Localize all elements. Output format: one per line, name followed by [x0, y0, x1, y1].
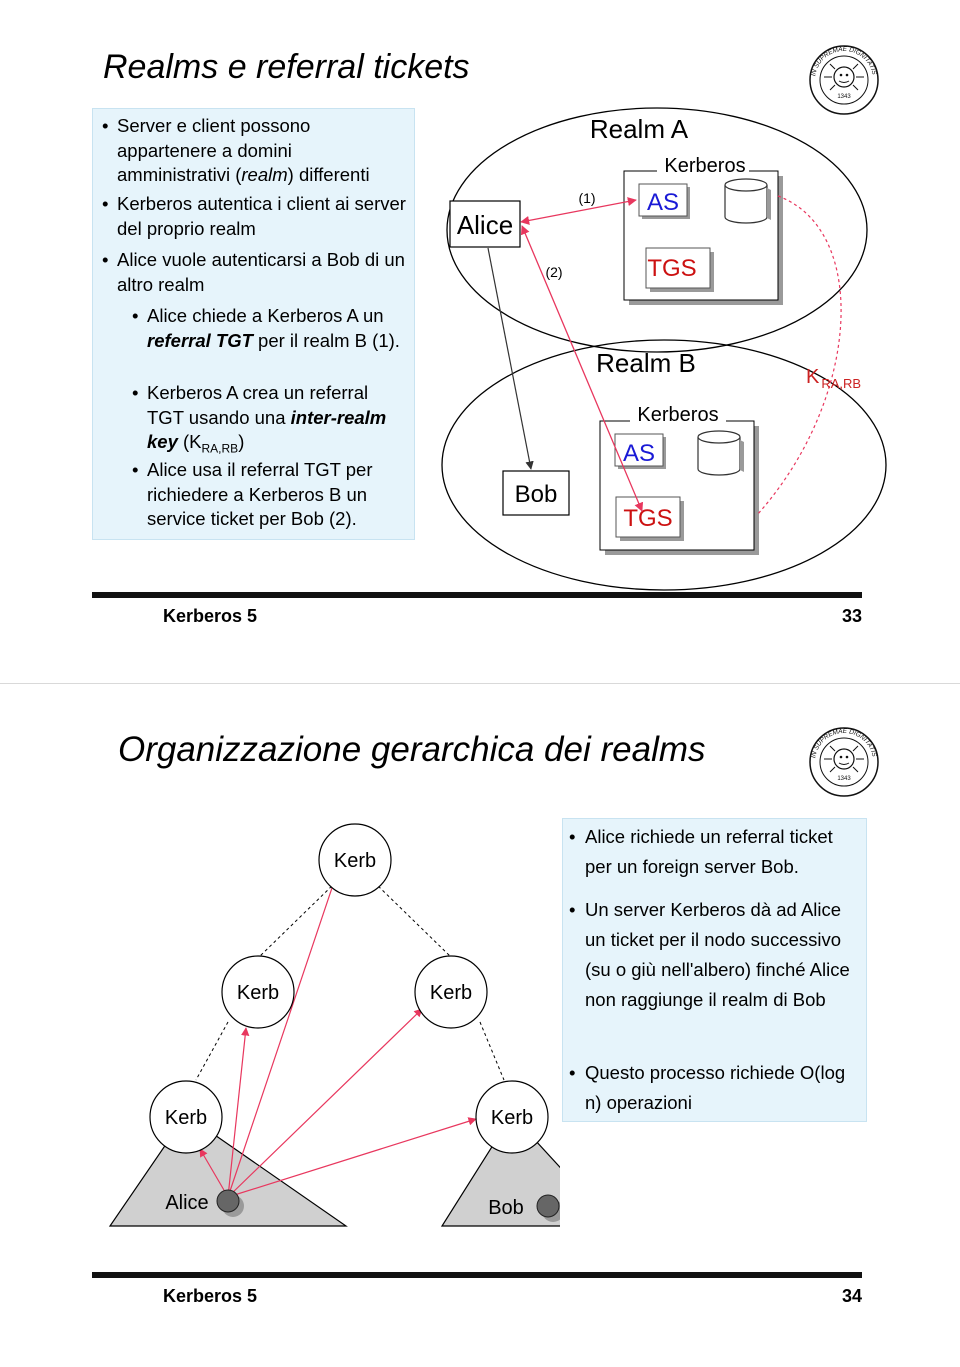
logo-year: 1343 [837, 94, 851, 100]
bullet-text: ) [238, 431, 245, 452]
arrow-alice-to-bob [487, 247, 534, 470]
bullet-text: Alice chiede a Kerberos A un [147, 305, 384, 326]
edge-right-leaf [479, 1021, 505, 1081]
leaf-right-node-label: Kerb [491, 1107, 533, 1129]
bullet-item: Kerberos A crea un referral TGT usando u… [132, 381, 409, 461]
root-node [318, 823, 392, 897]
bullet-item: Questo processo richiede O(log n) operaz… [569, 1058, 863, 1118]
realm-a-title: Realm A [590, 114, 689, 144]
bullet-text: inter-realm key [147, 406, 387, 453]
realm-a-database-icon [724, 178, 771, 224]
footer-title: Kerberos 5 [163, 1286, 258, 1306]
logo-ring-text: IN SUPREMAE DIGNITATIS [810, 728, 877, 759]
alice-box [449, 200, 521, 248]
root-node-label: Kerb [334, 850, 376, 872]
bullet-item: Alice usa il referral TGT per richiedere… [132, 458, 409, 532]
edge-root-left [257, 881, 337, 959]
edge-left-leaf [195, 1021, 229, 1081]
mid-right-node [414, 955, 488, 1029]
slide-34: Organizzazione gerarchica dei realms IN … [0, 684, 960, 1367]
realm-b-ellipse [441, 339, 887, 591]
logo-year: 1343 [837, 776, 851, 782]
bullet-text: Server e client possono appartenere a do… [117, 115, 311, 185]
bob-label: Bob [515, 481, 558, 508]
leaf-left-node [149, 1080, 223, 1154]
realm-a-ellipse [446, 107, 868, 353]
bullet-item: Un server Kerberos dà ad Alice un ticket… [569, 895, 863, 1015]
footer-rule [92, 1272, 862, 1278]
footer-title: Kerberos 5 [163, 606, 258, 626]
page-number: 34 [841, 1286, 862, 1306]
realm-b-tgs-label: TGS [623, 505, 672, 532]
alice-host [216, 1189, 240, 1213]
edge-root-right [373, 881, 453, 959]
bullet-text: RA,RB [201, 441, 239, 456]
leaf-right-node [475, 1080, 549, 1154]
alice-label: Alice [457, 210, 513, 240]
realm-a-as-label: AS [647, 189, 679, 216]
bullet-text: (K [177, 431, 202, 452]
realm-b-kerberos-server: Kerberos AS TGS [599, 404, 759, 555]
bullet-text: ) differenti [287, 164, 370, 185]
alice-label: Alice [165, 1192, 208, 1214]
bob-host [536, 1194, 560, 1218]
page-divider [0, 683, 960, 684]
realm-b-kerberos-label: Kerberos [637, 404, 718, 426]
realm-b-database-icon [697, 430, 744, 476]
realm-a-kerberos-label: Kerberos [664, 155, 745, 177]
slide-title: Realms e referral tickets [103, 48, 470, 86]
mid-left-node [221, 955, 295, 1029]
slide-33: Realms e referral tickets IN SUPREMAE DI… [0, 0, 960, 683]
slide-title: Organizzazione gerarchica dei realms [118, 730, 706, 769]
step-2-label: (2) [545, 264, 562, 280]
arrow-step-1 [520, 197, 637, 225]
step-1-label: (1) [578, 190, 595, 206]
bullet-text: Alice usa il referral TGT per richiedere… [147, 459, 373, 529]
bullet-text: per il realm B (1). [252, 329, 400, 351]
referral-arrows [199, 875, 477, 1198]
footer-rule [92, 592, 862, 598]
svg-text:IN SUPREMAE DIGNITATIS: IN SUPREMAE DIGNITATIS [810, 728, 877, 759]
leaf-left-node-label: Kerb [165, 1107, 207, 1129]
bullet-text: Alice vuole autenticarsi a Bob di un alt… [117, 249, 405, 295]
university-seal-logo: IN SUPREMAE DIGNITATIS 1343 [809, 45, 879, 115]
bullet-text: realm [241, 164, 288, 185]
bullet-item: Alice vuole autenticarsi a Bob di un alt… [102, 248, 409, 297]
realm-b-as-label: AS [623, 440, 655, 467]
realm-b-title: Realm B [596, 348, 696, 378]
bob-label: Bob [488, 1197, 524, 1219]
realm-tree-diagram: Kerb Kerb Kerb Kerb Kerb Alice Bob [108, 823, 560, 1227]
bullet-text: referral TGT [147, 329, 253, 351]
bullet-text: Kerberos A crea un referral TGT usando u… [147, 382, 369, 428]
mid-left-node-label: Kerb [237, 982, 279, 1004]
realm-a-tgs-label: TGS [647, 255, 696, 282]
university-seal-logo: IN SUPREMAE DIGNITATIS 1343 [809, 727, 879, 797]
bullet-item: Server e client possono appartenere a do… [102, 114, 409, 188]
arrow-step-2 [520, 225, 644, 512]
realm-a-kerberos-server: Kerberos AS TGS [623, 155, 783, 305]
bullet-item: Kerberos autentica i client ai server de… [102, 192, 409, 241]
page-number: 33 [841, 606, 862, 626]
realm-diagram: Realm A Realm B Kerberos AS TGS Ke [441, 107, 887, 591]
bullet-item: Alice chiede a Kerberos A un referral TG… [132, 304, 409, 353]
mid-right-node-label: Kerb [430, 982, 472, 1004]
bullet-item: Alice richiede un referral ticket per un… [569, 822, 863, 882]
bullet-text: Kerberos autentica i client ai server de… [117, 193, 406, 239]
inter-realm-key-link [756, 195, 842, 516]
